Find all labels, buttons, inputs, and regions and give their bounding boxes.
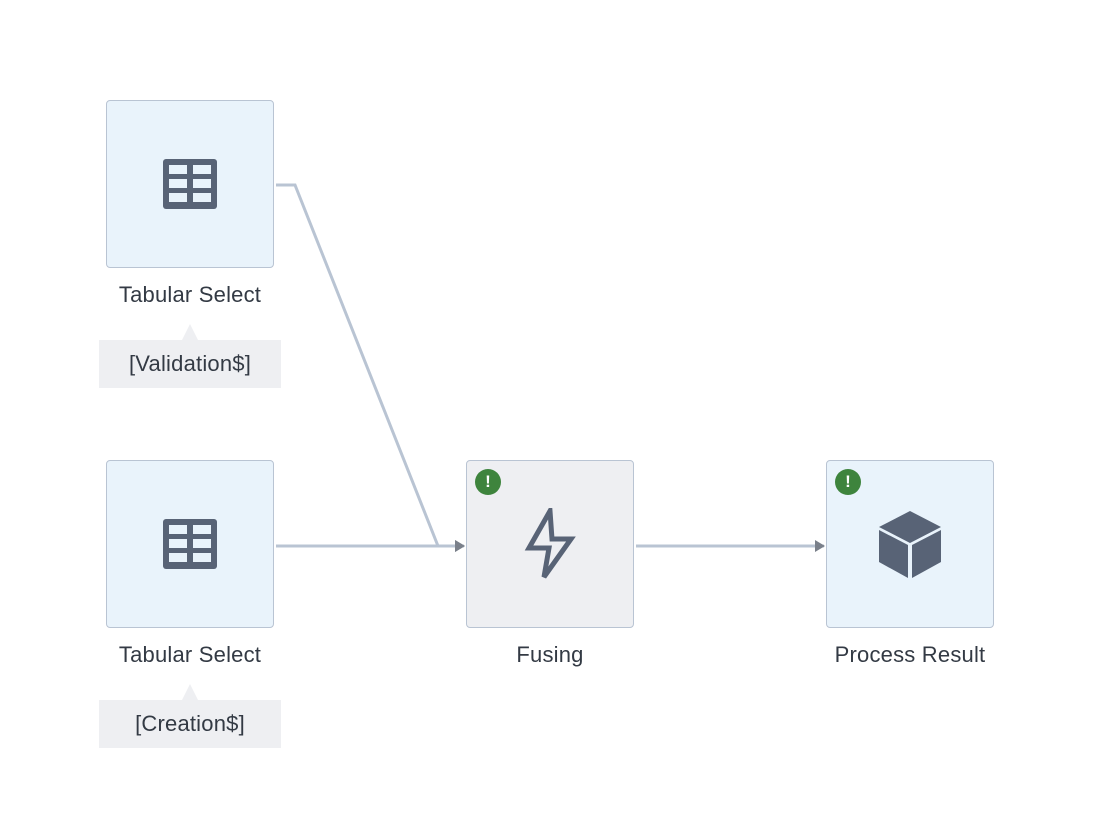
lightning-icon: [524, 508, 576, 579]
node-tag: [Creation$]: [99, 684, 281, 748]
node-tag: [Validation$]: [99, 324, 281, 388]
edge-validation-to-fusing[interactable]: [276, 183, 465, 552]
node-label: Process Result: [834, 642, 986, 667]
node-label: Tabular Select: [118, 282, 262, 307]
warning-badge-icon[interactable]: !: [475, 469, 501, 495]
table-icon: [163, 519, 217, 569]
node-fusing[interactable]: !: [466, 460, 634, 628]
node-label: Tabular Select: [118, 642, 262, 667]
node-process-result[interactable]: !: [826, 460, 994, 628]
node-tabular-select-creation[interactable]: [106, 460, 274, 628]
node-label: Fusing: [516, 642, 584, 667]
node-tabular-select-validation[interactable]: [106, 100, 274, 268]
cube-icon: [879, 511, 941, 578]
table-icon: [163, 159, 217, 209]
warning-badge-icon[interactable]: !: [835, 469, 861, 495]
